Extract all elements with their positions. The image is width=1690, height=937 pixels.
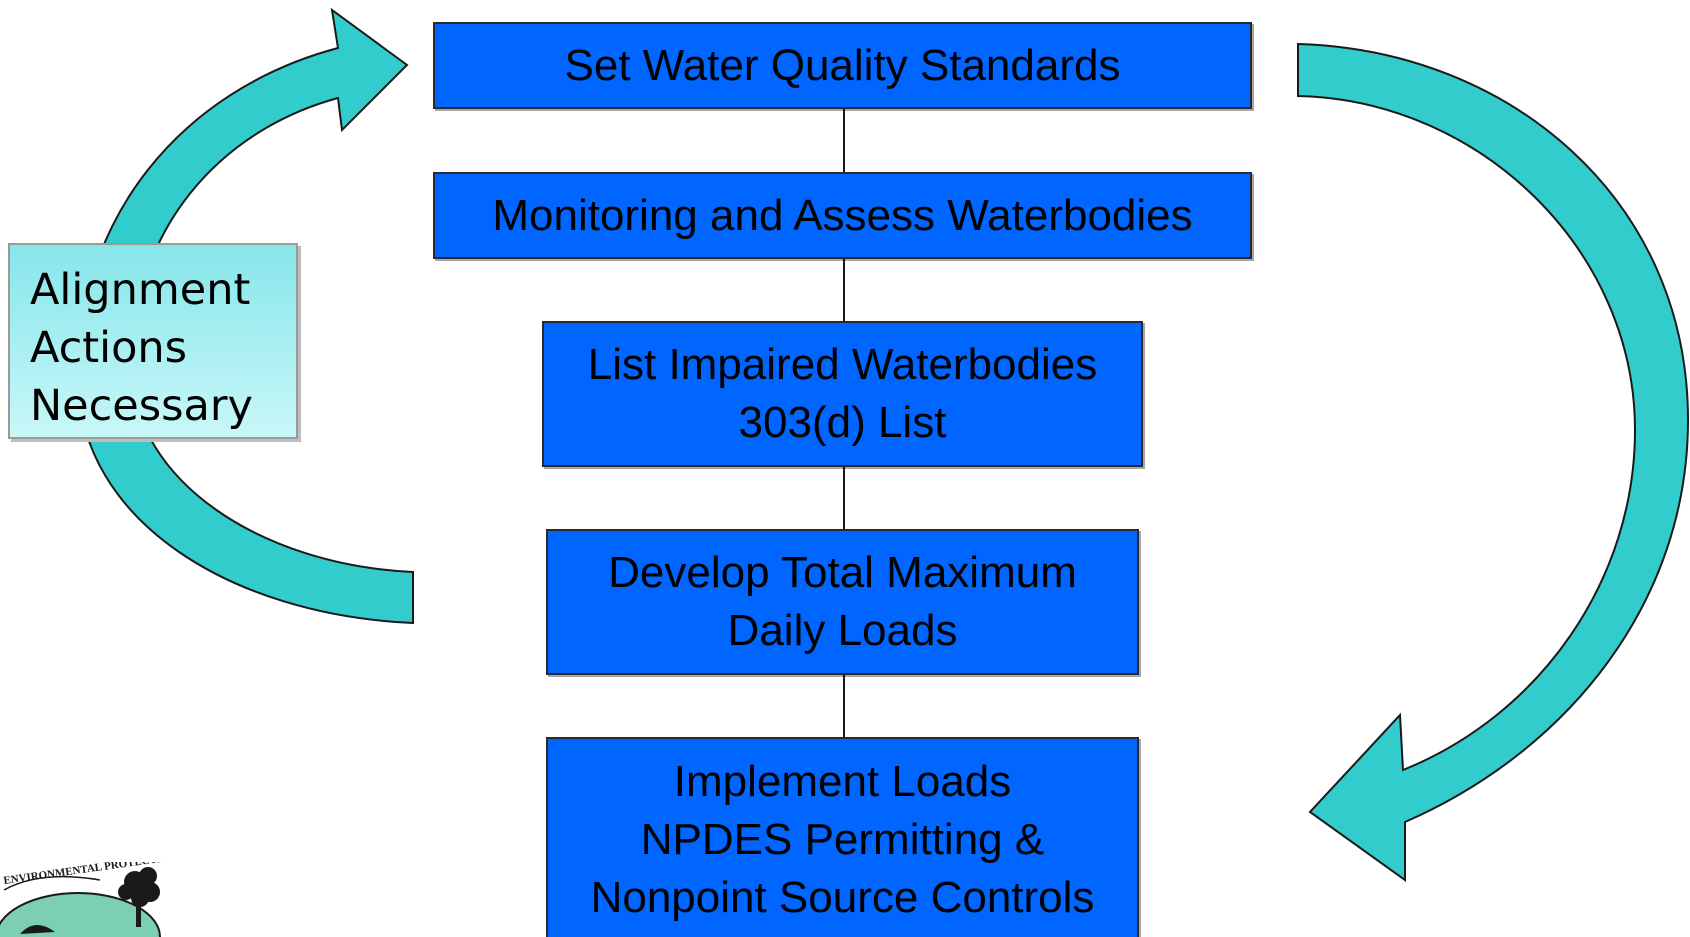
callout-line-3: Necessary [30,381,253,431]
tree-icon [118,867,160,927]
callout-line-1: Alignment [30,265,251,315]
callout-line-2: Actions [30,323,188,373]
step-monitoring-and-assess: Monitoring and Assess Waterbodies [433,172,1252,259]
step-3-line-1: List Impaired Waterbodies [587,340,1098,389]
step-develop-tmdl: Develop Total Maximum Daily Loads [546,529,1139,675]
right-cycle-arrow [1297,42,1690,882]
alignment-callout: Alignment Actions Necessary [8,243,298,439]
step-5-line-1: Implement Loads [673,757,1012,806]
step-4-line-1: Develop Total Maximum [608,548,1077,597]
left-cycle-arrow [76,7,414,625]
agency-logo: ENVIRONMENTAL PROTECTION [0,862,175,937]
step-1-line-1: Set Water Quality Standards [564,40,1121,90]
connector-2 [843,258,845,322]
step-5-line-3: Nonpoint Source Controls [590,873,1095,922]
step-5-line-2: NPDES Permitting & [640,815,1045,864]
connector-4 [843,674,845,738]
step-4-line-2: Daily Loads [727,606,958,655]
connector-1 [843,109,845,173]
step-list-impaired-waterbodies: List Impaired Waterbodies 303(d) List [542,321,1143,467]
step-set-water-quality-standards: Set Water Quality Standards [433,22,1252,109]
step-3-line-2: 303(d) List [738,398,947,447]
connector-3 [843,466,845,530]
step-implement-loads: Implement Loads NPDES Permitting & Nonpo… [546,737,1139,937]
step-2-line-1: Monitoring and Assess Waterbodies [492,190,1193,240]
